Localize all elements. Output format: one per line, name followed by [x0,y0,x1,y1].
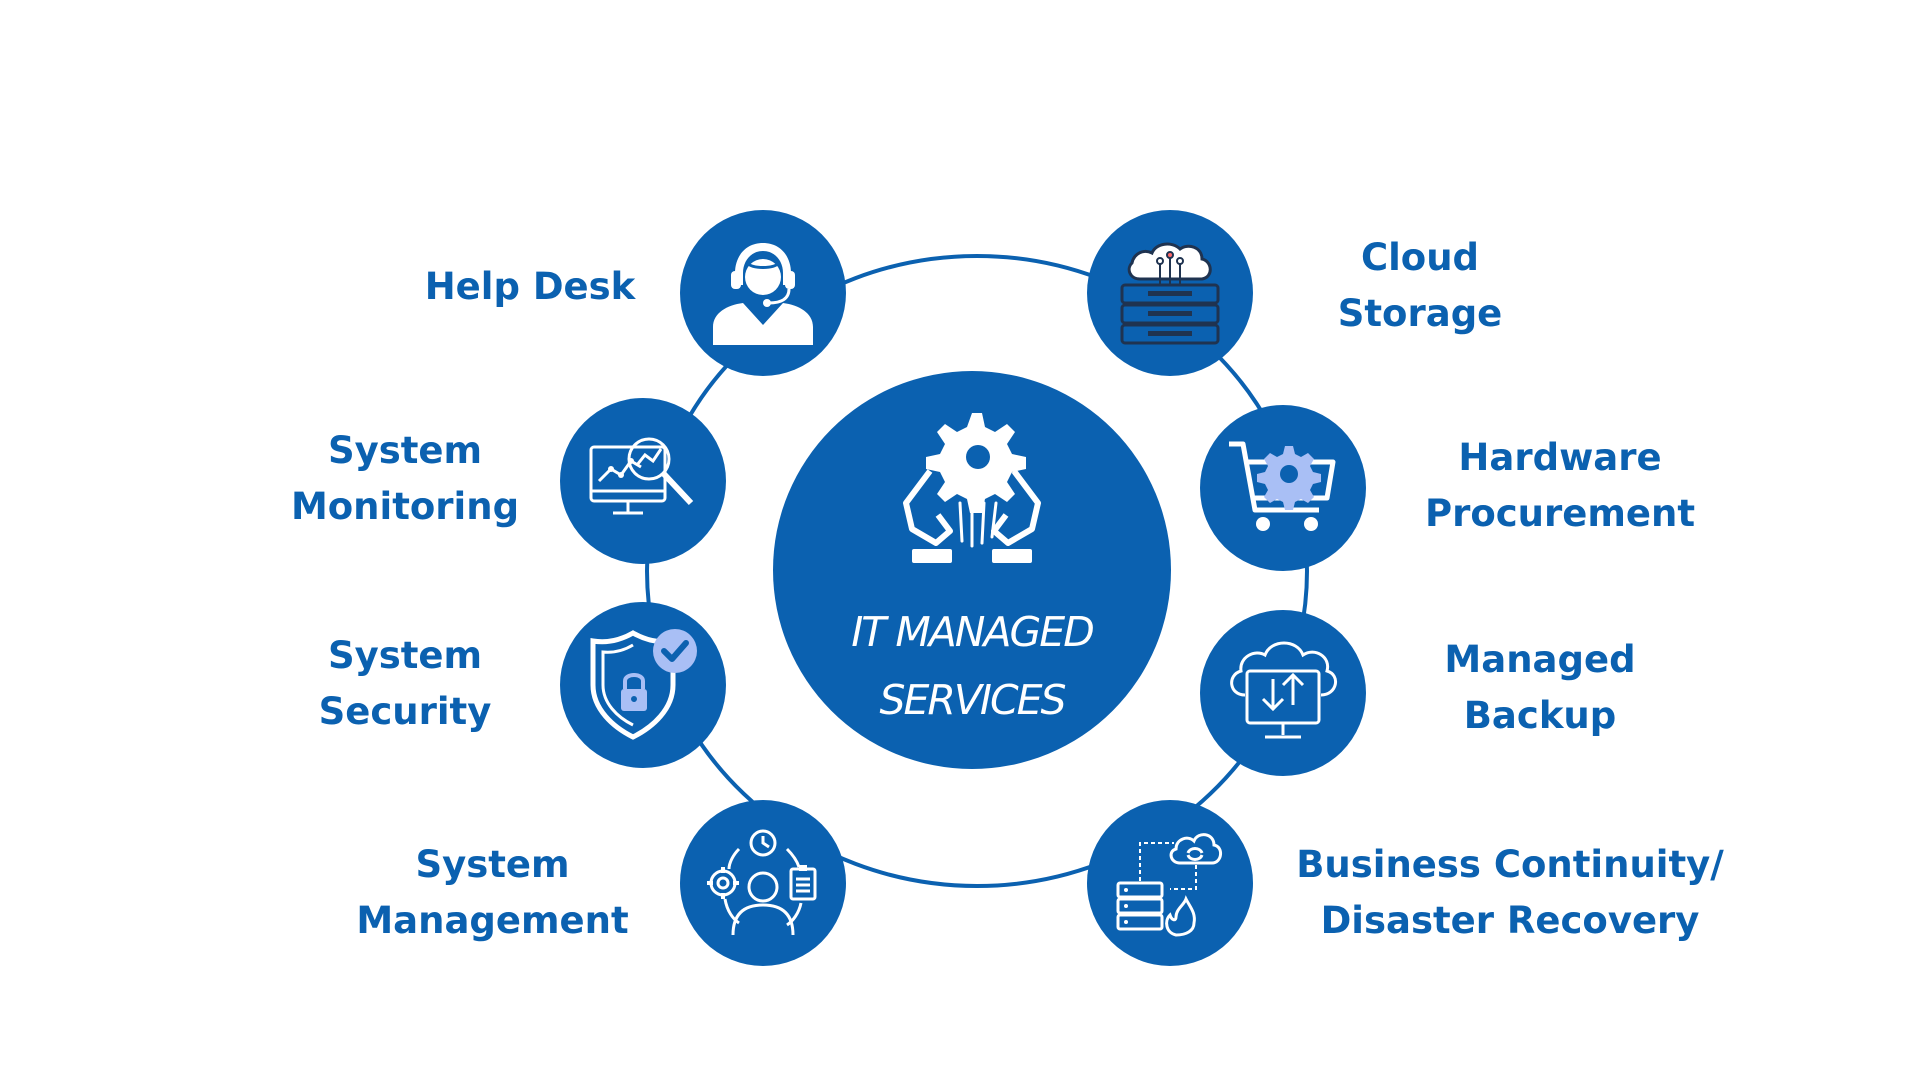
node-business-continuity [1087,800,1253,966]
label-managed-backup-line1: Managed [1444,638,1636,681]
node-system-management [680,800,846,966]
center-title-line2: SERVICES [879,676,1066,724]
server-fire-cloud-icon [1116,833,1222,937]
node-hardware-procurement [1200,405,1366,571]
label-system-monitoring: System Monitoring [285,423,525,535]
person-gear-clipboard-icon [707,829,817,936]
cloud-server-icon [1120,242,1220,345]
label-system-monitoring-line1: System [327,429,483,472]
label-system-management: System Management [350,837,635,949]
node-system-monitoring [560,398,726,564]
label-cloud-storage-line2: Storage [1337,292,1503,335]
label-hardware-procurement-line1: Hardware [1458,436,1662,479]
shield-lock-icon [590,629,697,740]
label-managed-backup: Managed Backup [1410,632,1670,744]
center-title-line1: IT MANAGED [851,608,1095,656]
label-business-continuity-line1: Business Continuity/ [1296,843,1724,886]
label-system-management-line1: System [415,843,570,886]
label-help-desk: Help Desk [415,259,645,315]
label-cloud-storage-line1: Cloud [1360,236,1480,279]
headset-agent-icon [713,243,813,345]
label-system-security: System Security [285,628,525,740]
label-system-security-line2: Security [318,690,492,733]
cloud-monitor-transfer-icon [1230,641,1337,739]
label-system-monitoring-line2: Monitoring [290,485,520,528]
monitor-magnifier-icon [589,437,694,515]
label-help-desk-line1: Help Desk [424,265,636,308]
node-system-security [560,602,726,768]
label-business-continuity-line2: Disaster Recovery [1320,899,1700,942]
label-hardware-procurement: Hardware Procurement [1420,430,1700,542]
label-hardware-procurement-line2: Procurement [1424,492,1696,535]
label-managed-backup-line2: Backup [1463,694,1617,737]
cart-gear-icon [1229,441,1336,531]
node-managed-backup [1200,610,1366,776]
label-system-security-line1: System [327,634,483,677]
label-business-continuity: Business Continuity/ Disaster Recovery [1280,837,1740,949]
label-cloud-storage: Cloud Storage [1300,230,1540,342]
node-cloud-storage [1087,210,1253,376]
node-help-desk [680,210,846,376]
label-system-management-line2: Management [356,899,629,942]
gear-hands-icon [903,413,1041,563]
center-hub: IT MANAGED SERVICES [773,371,1171,769]
